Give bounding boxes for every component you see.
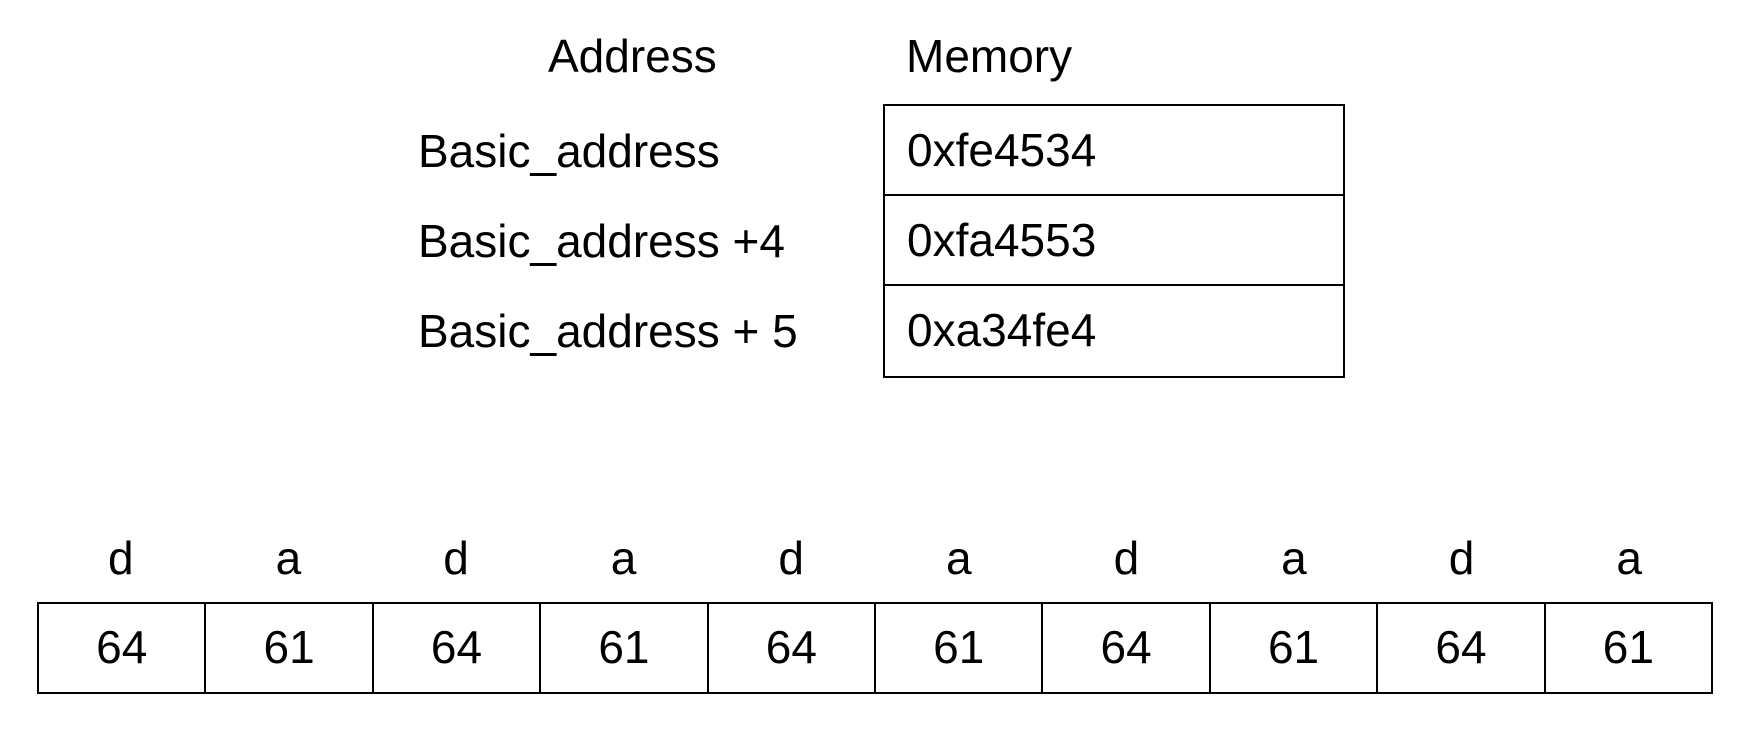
address-label: Basic_address [418,125,720,177]
char-label: a [945,532,972,584]
char-label: d [1448,532,1475,584]
hex-byte-cell: 64 [709,604,877,692]
char-label: d [778,532,804,584]
address-label: Basic_address +4 [418,215,785,267]
hex-byte-cell: 64 [1378,604,1546,692]
memory-table: 0xfe4534 0xfa4553 0xa34fe4 [883,104,1345,378]
hex-byte-cell: 64 [39,604,207,692]
hex-byte-cell: 64 [1043,604,1211,692]
memory-cell: 0xa34fe4 [907,304,1097,356]
char-label: a [610,532,637,584]
char-label: d [443,532,469,584]
char-label: a [275,532,302,584]
hex-byte-cell: 61 [1602,621,1654,673]
char-label: a [1281,532,1307,584]
address-label: Basic_address + 5 [418,305,798,357]
hex-byte-cell: 61 [876,604,1044,692]
address-column-header: Address [548,30,717,82]
char-label: a [1616,532,1642,584]
byte-array: d a d a d a d a d a 64 61 64 61 64 61 64… [37,530,1713,694]
hex-byte-row: 64 61 64 61 64 61 64 61 64 61 [37,602,1713,694]
hex-byte-cell: 64 [374,604,542,692]
memory-cell: 0xfe4534 [885,106,1343,196]
char-label-row: d a d a d a d a d a [37,530,1713,602]
memory-cell: 0xfa4553 [885,196,1343,286]
memory-column-header: Memory [906,30,1073,82]
hex-byte-cell: 61 [206,604,374,692]
hex-byte-cell: 61 [1211,604,1379,692]
hex-byte-cell: 61 [541,604,709,692]
char-label: d [1113,532,1140,584]
char-label: d [108,532,134,584]
